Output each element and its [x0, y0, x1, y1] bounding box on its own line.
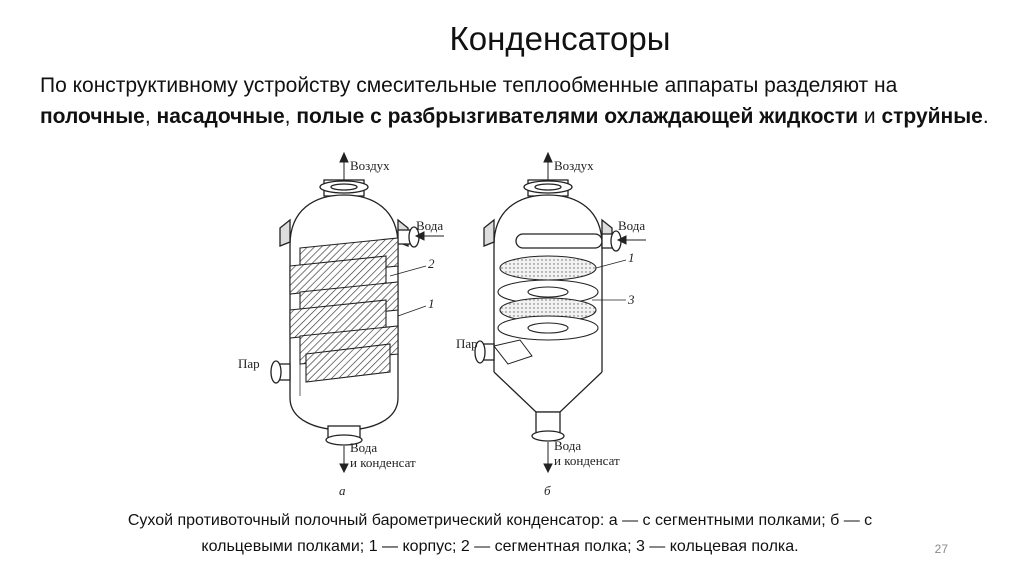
- term-jet: струйные: [881, 105, 983, 128]
- labels-b: Воздух Вода Пар Вода и конденсат 1 3 б: [456, 158, 645, 498]
- top-dome-a: [289, 194, 399, 246]
- labels-a: Воздух Вода Пар Вода и конденсат 2 1 а: [238, 158, 443, 498]
- label-steam-b: Пар: [456, 336, 478, 351]
- label-outlet-water-a: Вода: [350, 440, 377, 455]
- outlet-arrowhead-a: [339, 463, 349, 474]
- condenser-b: [474, 179, 622, 442]
- condenser-figure: Воздух Вода Пар Вода и конденсат 2 1 а: [220, 150, 680, 505]
- label-outlet-condensate-a: и конденсат: [350, 455, 416, 470]
- callout-leader-1-a: [397, 305, 427, 317]
- label-air-a: Воздух: [350, 158, 390, 173]
- water-arrowhead-a: [414, 231, 425, 241]
- air-flange-bore-b: [534, 183, 562, 191]
- term-hollow-spray: полые с разбрызгивателями охлаждающей жи…: [296, 105, 859, 128]
- callout-3: 3: [627, 292, 635, 307]
- intro-text: ,: [284, 105, 297, 128]
- outlet-arrowhead-b: [543, 463, 553, 474]
- side-flange-left-a: [279, 218, 291, 247]
- caption-line: Сухой противоточный полочный барометриче…: [127, 512, 873, 529]
- conical-bottom-b: [493, 371, 603, 413]
- bottom-dome-a: [289, 397, 399, 431]
- callout-leader-1-b: [595, 259, 627, 269]
- sublabel-a: а: [339, 483, 346, 498]
- term-shelf: полочные: [40, 105, 145, 128]
- slide-title: Конденсаторы: [449, 20, 671, 57]
- ring-shelf-hole: [527, 286, 569, 298]
- condenser-a: [270, 179, 420, 446]
- outlet-flange-a: [325, 434, 363, 446]
- ring-shelves-b: [497, 255, 599, 341]
- intro-text: ,: [144, 105, 157, 128]
- label-outlet-water-b: Вода: [554, 438, 581, 453]
- condenser-diagram: Воздух Вода Пар Вода и конденсат 2 1 а: [238, 151, 646, 498]
- steam-inlet-flange-b: [474, 340, 486, 364]
- page-number: 27: [934, 542, 948, 556]
- steam-deflector-b: [493, 339, 533, 365]
- air-arrowhead-a: [339, 151, 349, 163]
- callout-2: 2: [428, 256, 435, 271]
- intro-paragraph: По конструктивному устройству смесительн…: [40, 70, 1005, 132]
- flow-arrows-b: [543, 151, 646, 474]
- air-arrowhead-b: [543, 151, 553, 163]
- callout-1-b: 1: [628, 250, 635, 265]
- top-dome-b: [493, 194, 603, 246]
- figure-caption: Сухой противоточный полочный барометриче…: [60, 508, 940, 560]
- term-packed: насадочные: [156, 105, 285, 128]
- intro-text: и: [858, 105, 882, 128]
- label-outlet-condensate-b: и конденсат: [554, 453, 620, 468]
- label-air-b: Воздух: [554, 158, 594, 173]
- air-flange-bore-a: [330, 183, 358, 191]
- callout-leader-2: [389, 265, 427, 277]
- sublabel-b: б: [544, 483, 551, 498]
- intro-text: .: [982, 105, 989, 128]
- segment-shelves-a: [289, 237, 399, 383]
- label-steam-a: Пар: [238, 356, 260, 371]
- label-water-a: Вода: [416, 218, 443, 233]
- callout-1-a: 1: [428, 296, 435, 311]
- air-flange-top-b: [523, 180, 573, 194]
- water-distributor-pipe-b: [515, 233, 603, 249]
- steam-inlet-flange-a: [270, 360, 282, 384]
- air-flange-top-a: [319, 180, 369, 194]
- outlet-flange-b: [531, 430, 565, 442]
- caption-line: кольцевыми полками; 1 — корпус; 2 — сегм…: [201, 538, 799, 555]
- ring-shelf-hole: [527, 322, 569, 334]
- flow-arrows-a: [339, 151, 444, 474]
- side-flange-left-b: [483, 218, 495, 247]
- water-arrowhead-b: [616, 235, 627, 245]
- label-water-b: Вода: [618, 218, 645, 233]
- intro-text: По конструктивному устройству смесительн…: [40, 74, 898, 97]
- disc-shelf: [499, 255, 597, 281]
- segment-shelf: [305, 343, 391, 383]
